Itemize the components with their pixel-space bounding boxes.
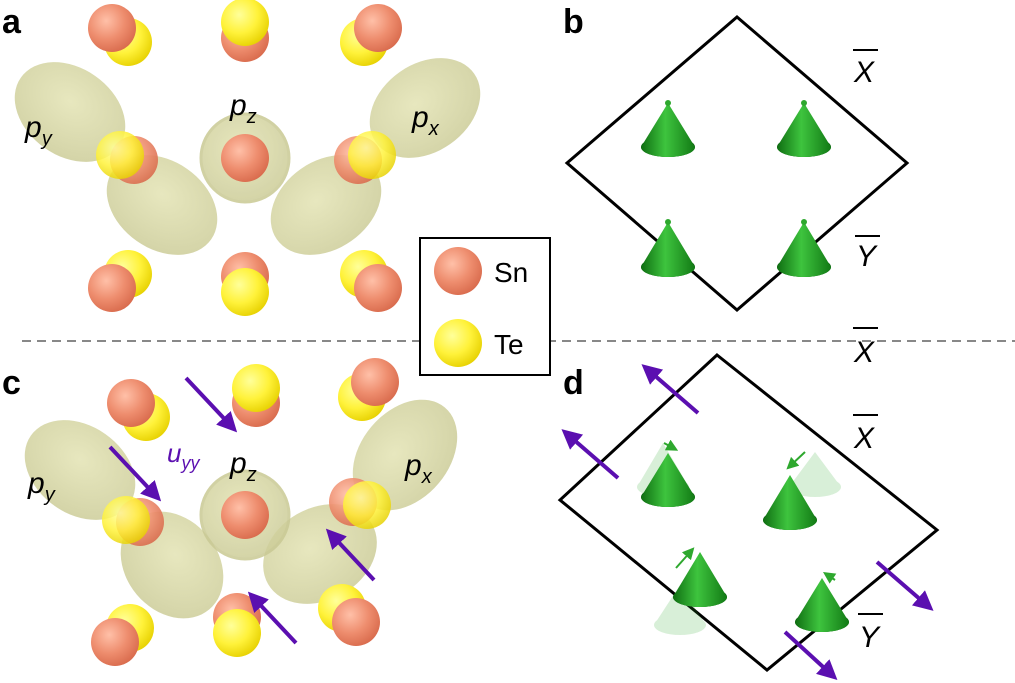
strain-arrow (325, 528, 376, 582)
strain-arrow (247, 591, 298, 645)
ybar-label: Y (855, 235, 880, 273)
panel-label-d: d (563, 364, 584, 402)
xbar-label-top: X (853, 327, 878, 369)
dirac-cone (763, 475, 817, 530)
strain-arrow (875, 560, 934, 611)
strain-arrow (641, 364, 700, 415)
sn-atom (221, 491, 269, 539)
te-atom (96, 131, 144, 179)
legend-te-label: Te (494, 329, 524, 360)
sn-atom (88, 264, 136, 312)
py-label: py (24, 111, 53, 150)
dirac-cone (641, 453, 695, 507)
te-atom (232, 364, 280, 412)
strain-arrow (108, 445, 162, 502)
dirac-cone (673, 552, 727, 607)
legend-sn-swatch (434, 247, 482, 295)
te-atom (221, 0, 269, 46)
strain-arrow (783, 630, 838, 681)
px-label: px (411, 101, 440, 140)
brillouin-zone (564, 15, 910, 312)
te-atom (221, 268, 269, 316)
xbar-label: X (853, 414, 878, 455)
sn-atom (88, 4, 136, 52)
sn-atom (91, 618, 139, 666)
ybar-label: Y (858, 613, 883, 654)
panel-d: X X Y d (557, 327, 940, 681)
svg-text:X: X (853, 56, 875, 89)
cone-shift-arrow (663, 439, 679, 451)
strain-arrow (184, 376, 238, 433)
orbital-lobe (14, 62, 126, 162)
sn-atom (351, 358, 399, 406)
panel-c: py pz px uyy c (2, 358, 458, 666)
te-atom (348, 131, 396, 179)
pz-label: pz (229, 447, 257, 486)
ghost-cone (654, 585, 706, 635)
py-label: py (27, 467, 56, 506)
orbital-lobe (369, 58, 481, 158)
te-atom (343, 481, 391, 529)
dirac-cone (641, 100, 695, 157)
orbital-lobe (24, 420, 136, 520)
sn-atom (354, 264, 402, 312)
strain-arrow (561, 429, 620, 480)
legend-te-swatch (434, 319, 482, 367)
px-label: px (404, 449, 433, 488)
sn-atom (221, 134, 269, 182)
svg-text:X: X (853, 336, 875, 369)
panel-label-c: c (2, 364, 21, 402)
dirac-cone (777, 219, 831, 277)
dirac-cone (641, 219, 695, 277)
panel-label-a: a (2, 3, 22, 41)
orbital-lobe (263, 504, 377, 604)
sn-atom (332, 598, 380, 646)
svg-text:Y: Y (859, 621, 881, 654)
brillouin-zone-strained (557, 353, 940, 672)
sn-atom (107, 379, 155, 427)
panel-label-b: b (563, 3, 584, 41)
cone-shift-arrow (675, 547, 695, 569)
svg-text:Y: Y (856, 240, 878, 273)
sn-atom (354, 4, 402, 52)
panel-a: py pz px a (2, 0, 481, 316)
te-atom (102, 496, 150, 544)
ghost-cone (789, 452, 841, 497)
legend-sn-label: Sn (494, 257, 528, 288)
pz-label: pz (229, 89, 257, 128)
strain-label: uyy (167, 438, 200, 473)
te-atom (213, 609, 261, 657)
panel-b: X Y b (563, 3, 910, 312)
legend: Sn Te (419, 237, 551, 376)
cone-shift-arrow (823, 572, 837, 584)
orbital-lobe (352, 399, 458, 511)
svg-text:X: X (853, 422, 875, 455)
dirac-cone (795, 578, 849, 632)
dirac-cone (777, 100, 831, 157)
xbar-label: X (853, 49, 878, 89)
cone-shift-arrow (786, 451, 806, 470)
